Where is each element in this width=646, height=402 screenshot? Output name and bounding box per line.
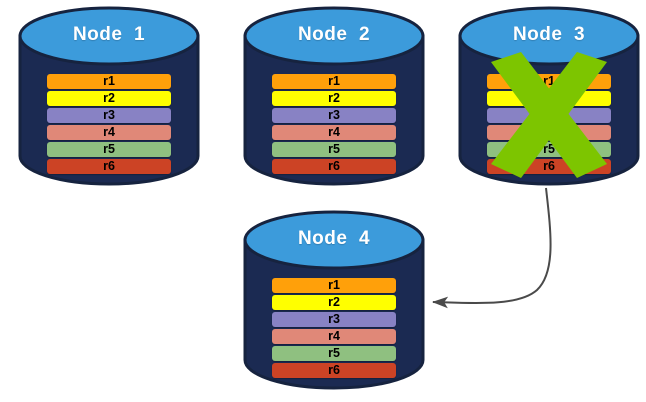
node-3-row-r3[interactable]: r3	[487, 108, 611, 123]
node-3-row-r1[interactable]: r1	[487, 74, 611, 89]
node-2-row-r5[interactable]: r5	[272, 142, 396, 157]
node-2-row-r4[interactable]: r4	[272, 125, 396, 140]
node-4-row-r2[interactable]: r2	[272, 295, 396, 310]
node-2-row-r2[interactable]: r2	[272, 91, 396, 106]
node-2-rows: r1 r2 r3 r4 r5 r6	[243, 74, 425, 174]
node-2[interactable]: Node 2 r1 r2 r3 r4 r5 r6	[243, 6, 425, 186]
cylinder-top	[243, 210, 425, 270]
node-2-row-r3[interactable]: r3	[272, 108, 396, 123]
node-2-row-r1[interactable]: r1	[272, 74, 396, 89]
node-4-rows: r1 r2 r3 r4 r5 r6	[243, 278, 425, 378]
node-4[interactable]: Node 4 r1 r2 r3 r4 r5 r6	[243, 210, 425, 390]
node-3-row-r2[interactable]: r2	[487, 91, 611, 106]
node-4-title: Node 4	[297, 228, 371, 249]
node-4-row-r5[interactable]: r5	[272, 346, 396, 361]
node-3-row-r4[interactable]: r4	[487, 125, 611, 140]
arrow-path	[432, 187, 552, 309]
node-1-row-r3[interactable]: r3	[47, 108, 171, 123]
node-3-rows: r1 r2 r3 r4 r5 r6	[458, 74, 640, 174]
cylinder-top	[18, 6, 200, 66]
node-4-row-r3[interactable]: r3	[272, 312, 396, 327]
node-3-row-r6[interactable]: r6	[487, 159, 611, 174]
node-1-row-r4[interactable]: r4	[47, 125, 171, 140]
node-3-row-r5[interactable]: r5	[487, 142, 611, 157]
node-1-rows: r1 r2 r3 r4 r5 r6	[18, 74, 200, 174]
node-4-row-r1[interactable]: r1	[272, 278, 396, 293]
cylinder-top	[243, 6, 425, 66]
node-3[interactable]: Node 3 r1 r2 r3 r4 r5 r6	[458, 6, 640, 186]
node-1-title: Node 1	[72, 24, 146, 45]
node-2-title: Node 2	[297, 24, 371, 45]
node-4-row-r4[interactable]: r4	[272, 329, 396, 344]
node-1-row-r1[interactable]: r1	[47, 74, 171, 89]
node-4-row-r6[interactable]: r6	[272, 363, 396, 378]
node-1-row-r5[interactable]: r5	[47, 142, 171, 157]
node-3-title: Node 3	[512, 24, 586, 45]
node-2-row-r6[interactable]: r6	[272, 159, 396, 174]
node-1[interactable]: Node 1 r1 r2 r3 r4 r5 r6	[18, 6, 200, 186]
node-1-row-r2[interactable]: r2	[47, 91, 171, 106]
node-1-row-r6[interactable]: r6	[47, 159, 171, 174]
